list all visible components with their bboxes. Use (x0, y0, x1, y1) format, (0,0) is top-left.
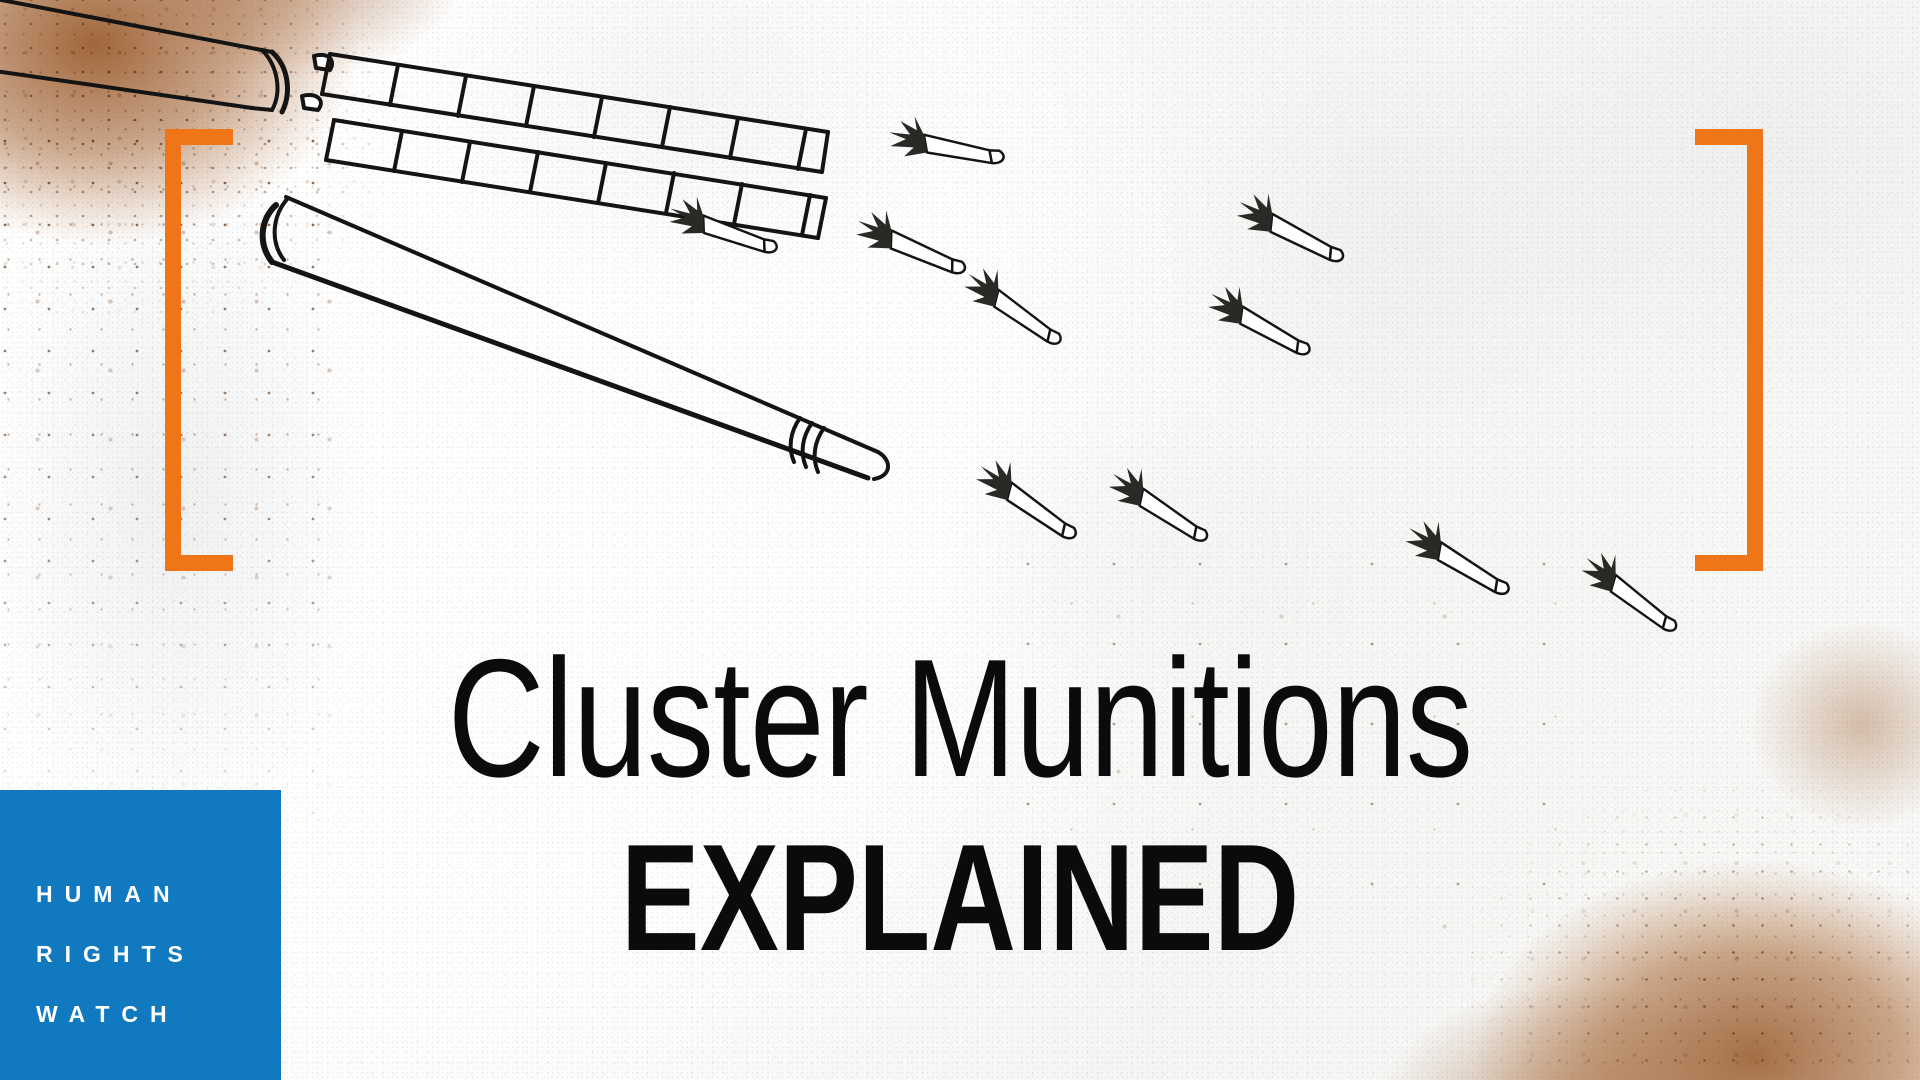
casing-half-graphic (259, 195, 890, 481)
submunition-bomblet (1573, 541, 1693, 638)
submunition-bomblet (1398, 510, 1524, 601)
submunition-bomblet (663, 189, 786, 258)
submunition-bomblet (1101, 456, 1223, 548)
right-bracket-graphic (1695, 129, 1763, 571)
submunition-bomblet (885, 112, 1009, 168)
hrw-logo-line-watch: WATCH (36, 1001, 179, 1027)
headline-secondary: EXPLAINED (620, 813, 1300, 983)
submunition-group (663, 112, 1693, 638)
submunition-bomblet (956, 257, 1077, 351)
hrw-logo-line-human: HUMAN (36, 881, 182, 907)
headline-primary: Cluster Munitions (447, 624, 1473, 812)
submunition-bomblet (849, 201, 976, 280)
submunition-bomblet (1229, 183, 1356, 268)
hrw-logo-block[interactable]: HUMAN RIGHTS WATCH (0, 790, 281, 1080)
submunition-bomblet (968, 448, 1093, 545)
hrw-logo-line-rights: RIGHTS (36, 941, 195, 967)
dispenser-open-graphic (0, 0, 830, 240)
left-bracket-graphic (165, 129, 233, 571)
submunition-bomblet (1201, 276, 1323, 361)
